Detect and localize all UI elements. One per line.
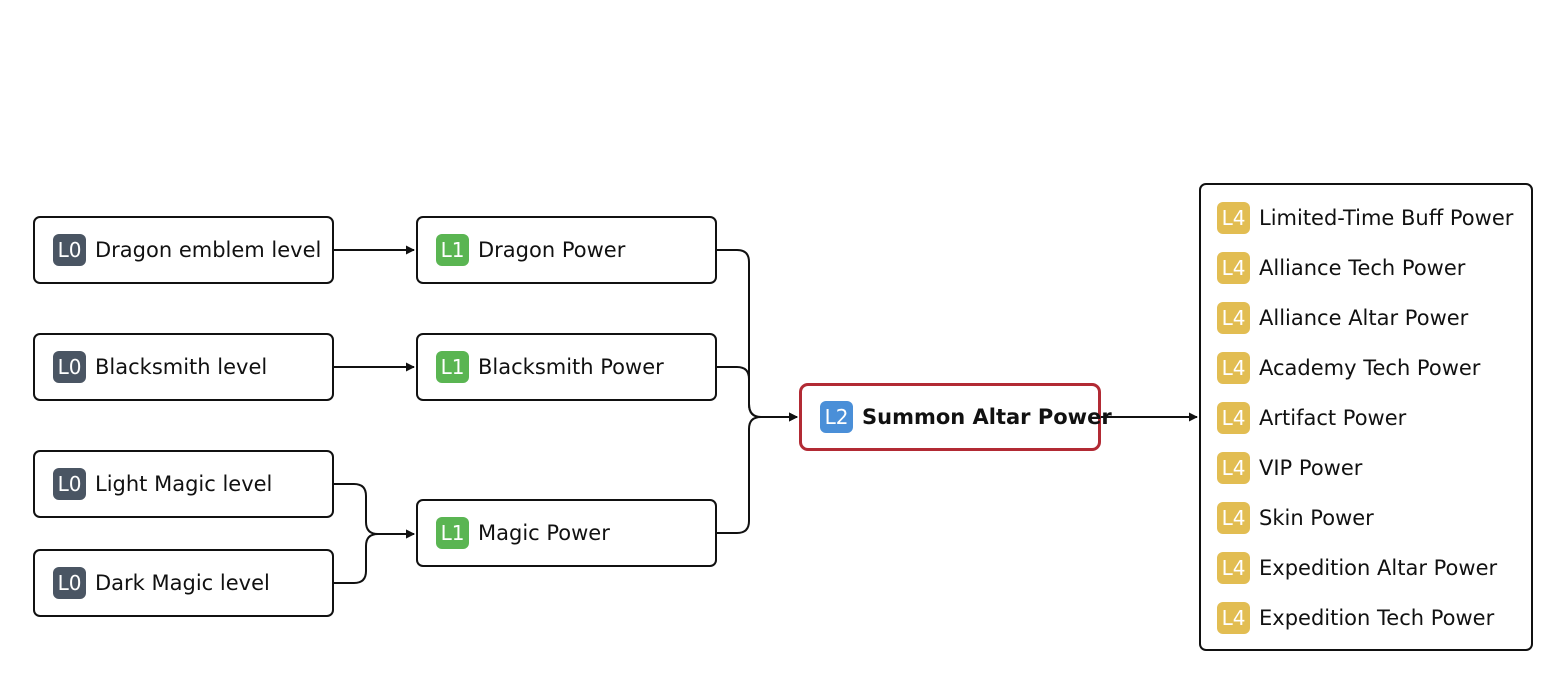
node-label: Blacksmith level bbox=[95, 355, 268, 379]
list-item-label: Artifact Power bbox=[1259, 406, 1407, 430]
level-badge: L0 bbox=[53, 351, 86, 383]
level-badge: L2 bbox=[820, 401, 853, 433]
node-blacksmith-power: L1 Blacksmith Power bbox=[416, 333, 717, 401]
list-item: L4 Alliance Altar Power bbox=[1217, 301, 1468, 335]
level-badge: L0 bbox=[53, 234, 86, 266]
level-badge: L0 bbox=[53, 468, 86, 500]
level-badge: L4 bbox=[1217, 452, 1250, 484]
node-dragon-power: L1 Dragon Power bbox=[416, 216, 717, 284]
level-badge: L4 bbox=[1217, 202, 1250, 234]
edge-magic-power-to-summon-altar bbox=[717, 412, 798, 534]
edge-blacksmith-power-to-summon-altar bbox=[717, 366, 798, 422]
node-light-magic-level: L0 Light Magic level bbox=[33, 450, 334, 518]
node-magic-power: L1 Magic Power bbox=[416, 499, 717, 567]
edge-dark-magic-to-magic-power bbox=[333, 529, 415, 584]
level-badge: L4 bbox=[1217, 352, 1250, 384]
list-item-label: Alliance Tech Power bbox=[1259, 256, 1466, 280]
node-label: Dragon Power bbox=[478, 238, 626, 262]
node-label: Light Magic level bbox=[95, 472, 273, 496]
list-item-label: Expedition Tech Power bbox=[1259, 606, 1495, 630]
node-label: Dragon emblem level bbox=[95, 238, 322, 262]
node-label: Dark Magic level bbox=[95, 571, 270, 595]
level-badge: L1 bbox=[436, 517, 469, 549]
level-badge: L0 bbox=[53, 567, 86, 599]
node-label: Magic Power bbox=[478, 521, 610, 545]
level-badge: L4 bbox=[1217, 252, 1250, 284]
list-item: L4 Artifact Power bbox=[1217, 401, 1406, 435]
list-item: L4 Limited-Time Buff Power bbox=[1217, 201, 1513, 235]
list-item-label: Skin Power bbox=[1259, 506, 1374, 530]
node-blacksmith-level: L0 Blacksmith level bbox=[33, 333, 334, 401]
list-item: L4 Alliance Tech Power bbox=[1217, 251, 1465, 285]
node-dragon-emblem-level: L0 Dragon emblem level bbox=[33, 216, 334, 284]
edge-light-magic-to-magic-power bbox=[333, 483, 415, 539]
node-label: Blacksmith Power bbox=[478, 355, 664, 379]
level-badge: L4 bbox=[1217, 402, 1250, 434]
list-item-label: Alliance Altar Power bbox=[1259, 306, 1469, 330]
list-item: L4 VIP Power bbox=[1217, 451, 1362, 485]
list-item: L4 Academy Tech Power bbox=[1217, 351, 1480, 385]
level-badge: L1 bbox=[436, 234, 469, 266]
edge-dragon-power-to-summon-altar bbox=[717, 249, 798, 422]
level-badge: L4 bbox=[1217, 602, 1250, 634]
output-list: L4 Limited-Time Buff Power L4 Alliance T… bbox=[1199, 183, 1533, 651]
level-badge: L4 bbox=[1217, 502, 1250, 534]
list-item: L4 Expedition Tech Power bbox=[1217, 601, 1494, 635]
level-badge: L1 bbox=[436, 351, 469, 383]
list-item-label: VIP Power bbox=[1259, 456, 1363, 480]
node-dark-magic-level: L0 Dark Magic level bbox=[33, 549, 334, 617]
list-item: L4 Skin Power bbox=[1217, 501, 1374, 535]
list-item-label: Expedition Altar Power bbox=[1259, 556, 1498, 580]
list-item-label: Academy Tech Power bbox=[1259, 356, 1481, 380]
node-summon-altar-power: L2 Summon Altar Power bbox=[799, 383, 1112, 451]
node-label: Summon Altar Power bbox=[862, 405, 1112, 429]
list-item-label: Limited-Time Buff Power bbox=[1259, 206, 1514, 230]
list-item: L4 Expedition Altar Power bbox=[1217, 551, 1497, 585]
level-badge: L4 bbox=[1217, 552, 1250, 584]
level-badge: L4 bbox=[1217, 302, 1250, 334]
